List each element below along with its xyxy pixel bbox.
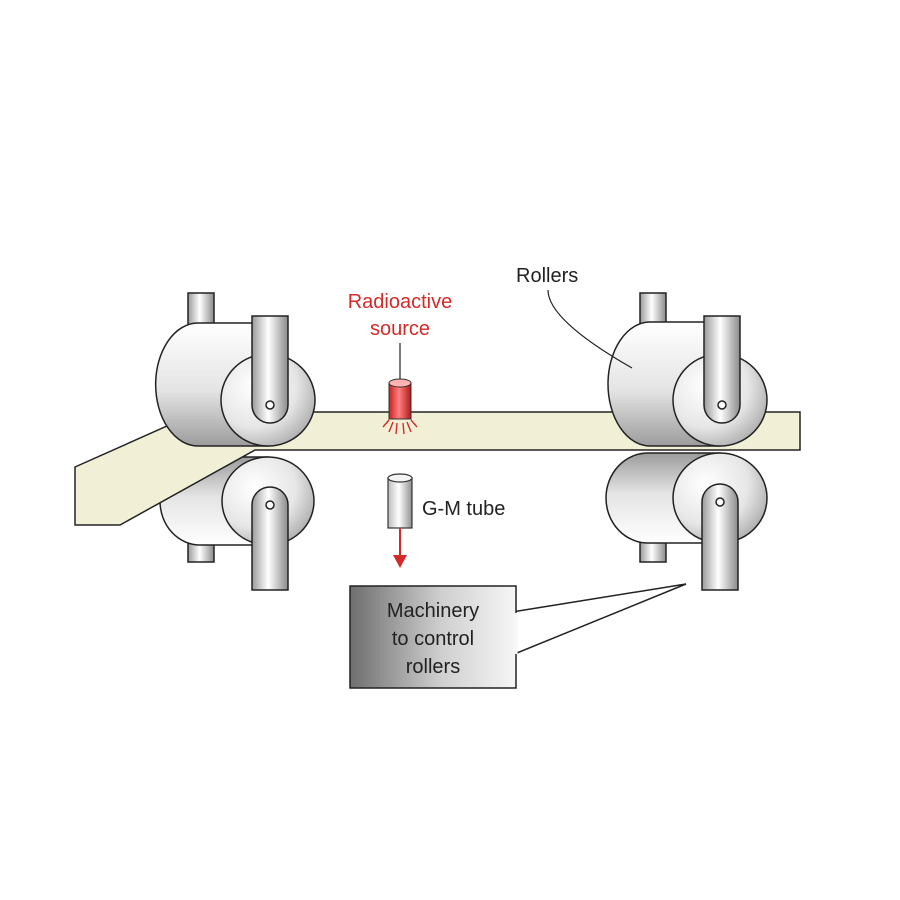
- right-bottom-roller: [605, 452, 768, 591]
- radioactive-source-icon: [382, 343, 418, 435]
- left-top-roller: [154, 315, 316, 447]
- left-bottom-roller: [159, 456, 315, 591]
- rollers-leader-line: [547, 289, 633, 369]
- machinery-label-line2: to control: [392, 628, 474, 650]
- rollers-label: Rollers: [516, 265, 578, 287]
- gm-tube-icon: [387, 473, 413, 529]
- radioactive-source-label-line2: source: [370, 318, 430, 340]
- gm-tube-label: G-M tube: [422, 498, 505, 520]
- machinery-label-line3: rollers: [406, 656, 460, 678]
- radioactive-source-label: Radioactive: [348, 291, 453, 313]
- signal-arrow-icon: [393, 528, 407, 568]
- machinery-label-line1: Machinery: [387, 600, 479, 622]
- right-top-roller: [607, 315, 768, 447]
- machinery-callout: [349, 583, 687, 689]
